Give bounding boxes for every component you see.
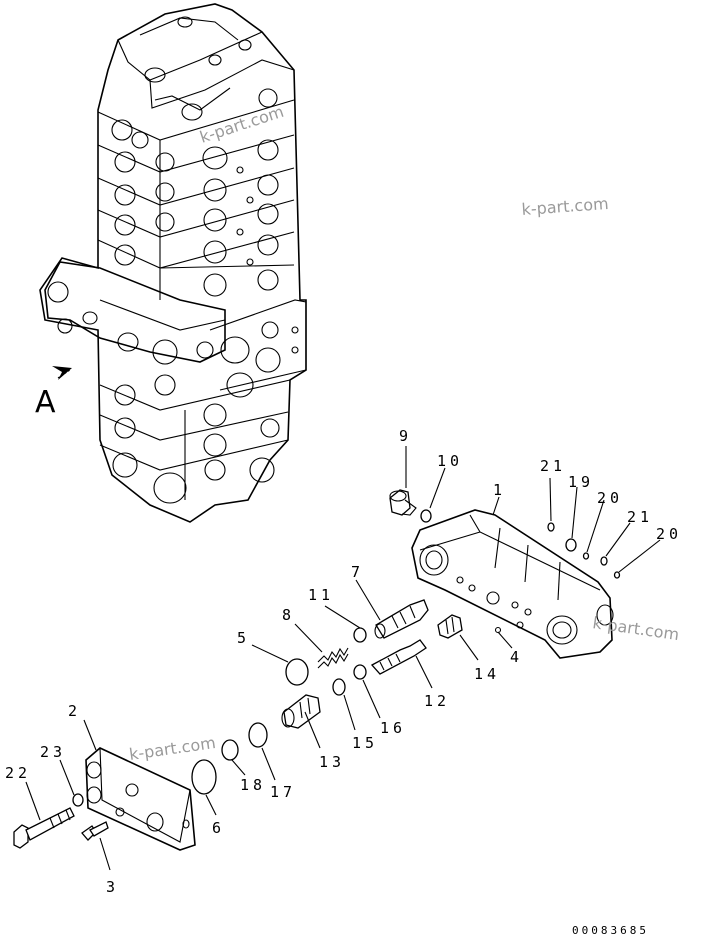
watermark-3: k-part.com: [128, 733, 217, 764]
watermark-1: k-part.com: [197, 102, 286, 147]
callout-21-upper: 21: [540, 457, 566, 475]
callout-14: 14: [474, 665, 500, 683]
callout-21-lower: 21: [627, 508, 653, 526]
part-3-screw: [81, 821, 109, 841]
part-10-o-ring: [420, 509, 432, 523]
callout-18: 18: [240, 776, 266, 794]
callout-3: 3: [106, 878, 119, 896]
watermark-4: k-part.com: [591, 613, 680, 644]
part-21-ring-upper: [547, 522, 555, 532]
callout-17: 17: [270, 783, 296, 801]
part-19-ring: [565, 538, 577, 552]
callout-13: 13: [319, 753, 345, 771]
valve-stack-assembly: [39, 3, 307, 523]
callout-9: 9: [399, 427, 412, 445]
part-8-spring: [317, 647, 349, 669]
leader-lines: [25, 446, 661, 871]
callout-5: 5: [237, 629, 250, 647]
callout-19: 19: [568, 473, 594, 491]
part-23-washer: [72, 793, 84, 807]
part-16-ring: [353, 664, 367, 680]
part-13-plug: [281, 694, 321, 729]
callout-22: 22: [5, 764, 31, 782]
part-2-cover: [85, 747, 196, 851]
part-17-o-ring: [248, 722, 268, 748]
callout-20-lower: 20: [656, 525, 682, 543]
callout-8: 8: [282, 606, 295, 624]
callout-2: 2: [68, 702, 81, 720]
part-18-ring: [221, 739, 239, 761]
callout-11: 11: [308, 586, 334, 604]
part-22-bolt: [13, 807, 75, 849]
callout-10: 10: [437, 452, 463, 470]
callout-7: 7: [351, 563, 364, 581]
part-20-ring-upper: [582, 552, 590, 560]
callout-15: 15: [352, 734, 378, 752]
part-7-spool: [374, 599, 429, 639]
callout-20-upper: 20: [597, 489, 623, 507]
part-15-o-ring: [332, 678, 346, 696]
callout-12: 12: [424, 692, 450, 710]
callout-labels: 9 10 1 21 19 20 21 20 7 11 8 5 4 14 12 1…: [5, 427, 682, 896]
callout-1: 1: [493, 481, 506, 499]
part-12-spool: [370, 639, 427, 675]
callout-4: 4: [510, 648, 523, 666]
reference-code: 00083685: [572, 924, 649, 937]
part-21-ring-lower: [600, 556, 608, 566]
part-9-plug: [389, 489, 417, 516]
part-1-housing: [411, 509, 614, 659]
part-11-ring: [353, 627, 367, 643]
watermark-2: k-part.com: [521, 194, 609, 219]
callout-23: 23: [40, 743, 66, 761]
part-14-sleeve: [437, 614, 463, 639]
view-arrow-a: A: [35, 366, 72, 420]
callout-16: 16: [380, 719, 406, 737]
callout-6: 6: [212, 819, 225, 837]
part-5-o-ring: [285, 658, 309, 686]
view-label: A: [35, 385, 56, 420]
part-6-o-ring: [191, 759, 217, 795]
part-20-ring-lower: [613, 571, 621, 579]
